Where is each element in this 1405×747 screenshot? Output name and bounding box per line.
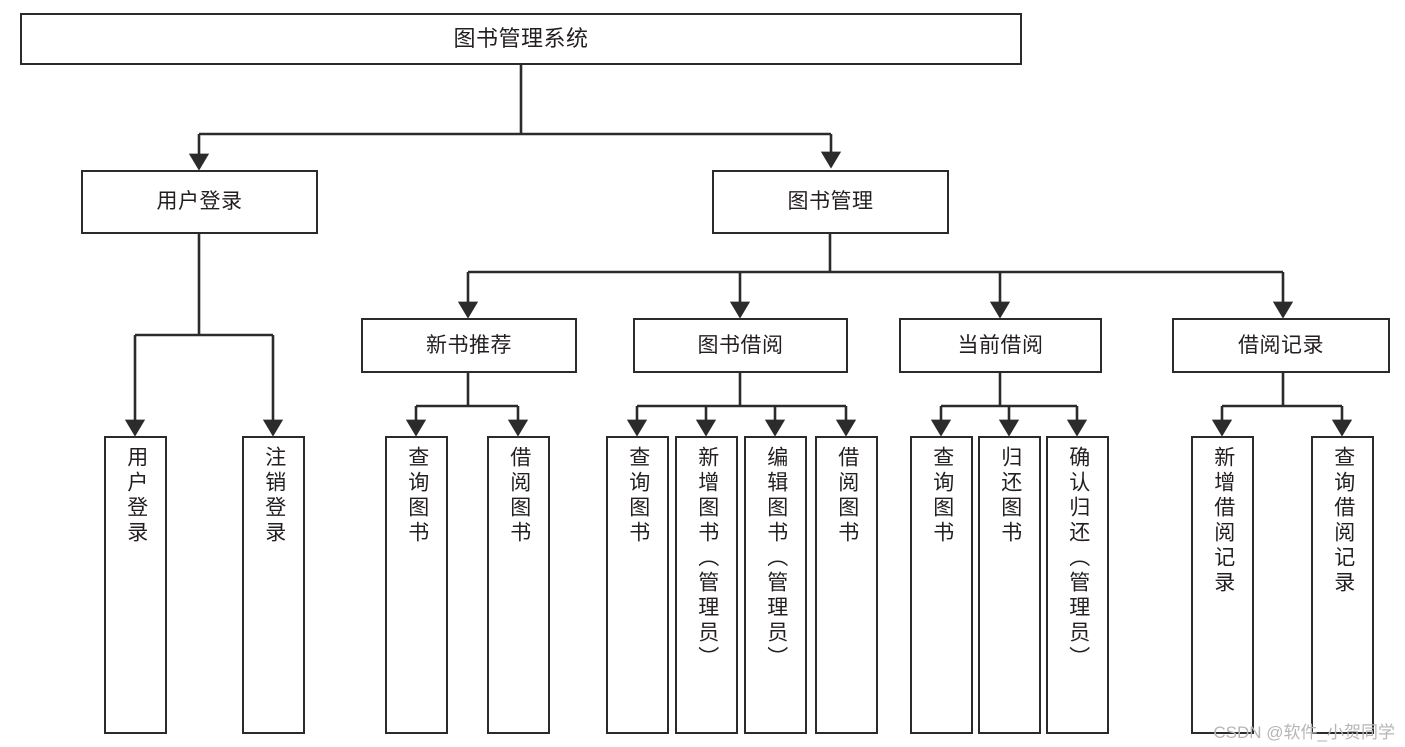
node-label: 确认归还（管理员） xyxy=(1066,446,1090,671)
node-label: 图书管理系统 xyxy=(453,25,589,51)
leaf-book-borrow-edit[interactable]: 编辑图书（管理员） xyxy=(744,436,807,734)
leaf-borrow-record-add[interactable]: 新增借阅记录 xyxy=(1191,436,1254,734)
node-label: 注销登录 xyxy=(262,446,286,546)
node-label: 新书推荐 xyxy=(426,333,512,357)
node-label: 借阅记录 xyxy=(1238,333,1324,357)
node-root-system[interactable]: 图书管理系统 xyxy=(20,13,1022,65)
node-label: 新增借阅记录 xyxy=(1211,446,1235,596)
node-label: 编辑图书（管理员） xyxy=(764,446,788,671)
leaf-new-book-query[interactable]: 查询图书 xyxy=(385,436,448,734)
node-label: 查询图书 xyxy=(626,446,650,546)
node-label: 用户登录 xyxy=(156,190,243,214)
csdn-watermark: CSDN @软件_小贺同学 xyxy=(1213,723,1395,742)
node-new-book-recommend[interactable]: 新书推荐 xyxy=(361,318,577,373)
leaf-user-login-logout[interactable]: 注销登录 xyxy=(242,436,305,734)
leaf-current-borrow-return[interactable]: 归还图书 xyxy=(978,436,1041,734)
node-book-borrow[interactable]: 图书借阅 xyxy=(633,318,848,373)
node-label: 图书管理 xyxy=(787,190,874,214)
node-book-management[interactable]: 图书管理 xyxy=(712,170,949,234)
leaf-book-borrow-borrow[interactable]: 借阅图书 xyxy=(815,436,878,734)
node-label: 当前借阅 xyxy=(957,333,1044,357)
node-label: 用户登录 xyxy=(124,446,148,546)
leaf-borrow-record-query[interactable]: 查询借阅记录 xyxy=(1311,436,1374,734)
leaf-book-borrow-query[interactable]: 查询图书 xyxy=(606,436,669,734)
node-label: 查询图书 xyxy=(930,446,954,546)
node-label: 查询图书 xyxy=(405,446,429,546)
leaf-current-borrow-query[interactable]: 查询图书 xyxy=(910,436,973,734)
node-current-borrow[interactable]: 当前借阅 xyxy=(899,318,1102,373)
node-user-login[interactable]: 用户登录 xyxy=(81,170,318,234)
leaf-user-login-login[interactable]: 用户登录 xyxy=(104,436,167,734)
node-label: 新增图书（管理员） xyxy=(695,446,719,671)
node-label: 查询借阅记录 xyxy=(1331,446,1355,596)
node-label: 借阅图书 xyxy=(835,446,859,546)
node-label: 图书借阅 xyxy=(697,333,784,357)
leaf-current-borrow-confirm-return[interactable]: 确认归还（管理员） xyxy=(1046,436,1109,734)
node-label: 借阅图书 xyxy=(507,446,531,546)
leaf-book-borrow-add[interactable]: 新增图书（管理员） xyxy=(675,436,738,734)
leaf-new-book-borrow[interactable]: 借阅图书 xyxy=(487,436,550,734)
node-borrow-record[interactable]: 借阅记录 xyxy=(1172,318,1390,373)
node-label: 归还图书 xyxy=(998,446,1022,546)
